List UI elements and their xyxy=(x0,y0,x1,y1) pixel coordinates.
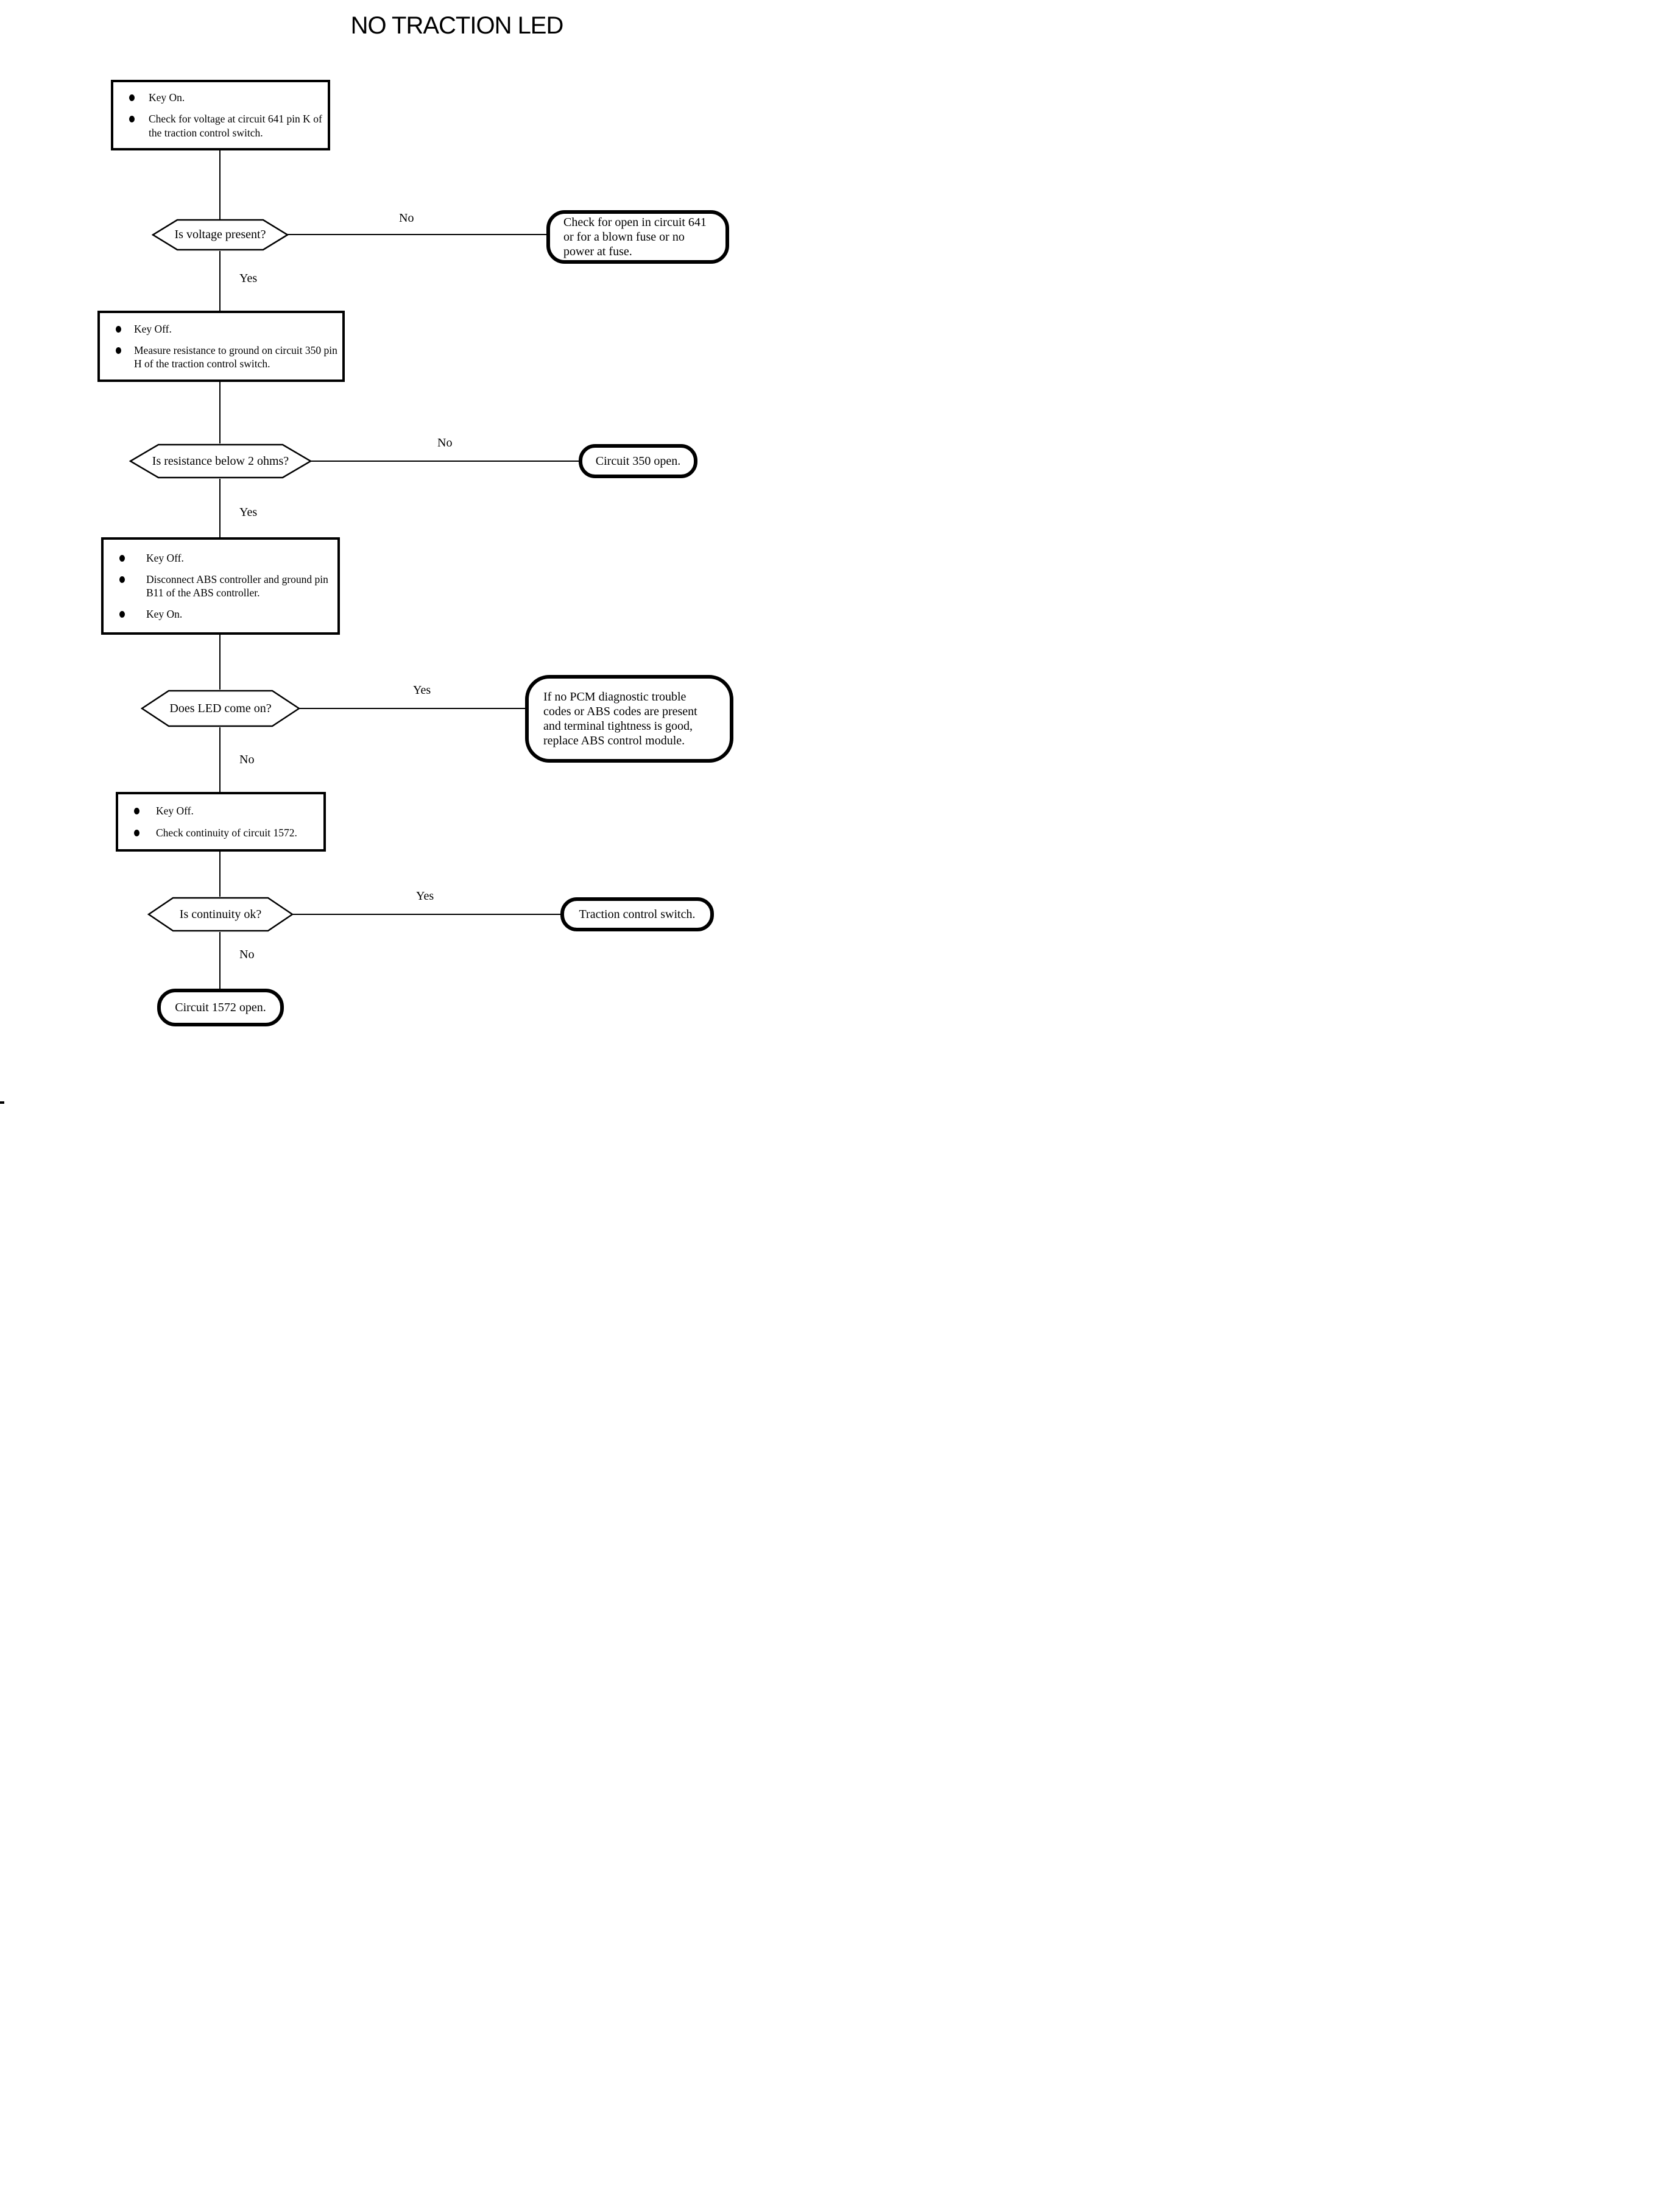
branch-label-yes: Yes xyxy=(239,506,258,519)
bullet-list: Key Off. Disconnect ABS controller and g… xyxy=(104,543,337,629)
branch-label-yes: Yes xyxy=(239,272,258,285)
bullet-item: Disconnect ABS controller and ground pin… xyxy=(104,573,337,599)
decision-does-led-come-on: Does LED come on? xyxy=(141,690,300,727)
bullet-list: Key Off. Measure resistance to ground on… xyxy=(100,314,342,379)
bullet-item: Measure resistance to ground on circuit … xyxy=(100,344,342,370)
result-box-traction-control-switch: Traction control switch. xyxy=(560,897,714,931)
result-text: Traction control switch. xyxy=(579,908,696,921)
result-text: Check for open in circuit 641 or for a b… xyxy=(563,216,707,258)
bullet-item: Key Off. xyxy=(104,551,337,565)
connector-line xyxy=(298,708,525,709)
decision-voltage-present: Is voltage present? xyxy=(152,219,289,251)
decision-question: Is continuity ok? xyxy=(179,907,262,921)
connector-line xyxy=(219,479,221,537)
branch-label-yes: Yes xyxy=(416,889,434,903)
connector-line xyxy=(309,461,579,462)
bullet-item: Key Off. xyxy=(118,804,323,817)
process-box-check-continuity: Key Off. Check continuity of circuit 157… xyxy=(116,792,326,852)
bullet-list: Key Off. Check continuity of circuit 157… xyxy=(118,796,323,847)
connector-line xyxy=(219,382,221,443)
connector-line xyxy=(288,234,546,235)
branch-label-yes: Yes xyxy=(413,683,431,697)
scan-artifact xyxy=(0,1101,4,1104)
branch-label-no: No xyxy=(239,948,255,961)
branch-label-no: No xyxy=(437,436,453,450)
flowchart-page: NO TRACTION LED Key On. Check for voltag… xyxy=(0,0,840,1105)
decision-question: Does LED come on? xyxy=(169,701,272,715)
hexagon-shape-icon xyxy=(129,443,312,479)
result-text: Circuit 350 open. xyxy=(595,454,681,468)
connector-line xyxy=(292,914,560,915)
connector-line xyxy=(219,251,221,311)
bullet-item: Key Off. xyxy=(100,322,342,336)
result-box-replace-abs-module: If no PCM diagnostic trouble codes or AB… xyxy=(525,675,733,763)
connector-line xyxy=(219,852,221,897)
bullet-item: Check for voltage at circuit 641 pin K o… xyxy=(113,112,328,139)
connector-line xyxy=(219,727,221,792)
process-box-check-voltage: Key On. Check for voltage at circuit 641… xyxy=(111,80,330,150)
bullet-item: Key On. xyxy=(113,91,328,104)
process-box-measure-resistance: Key Off. Measure resistance to ground on… xyxy=(97,311,345,382)
hexagon-shape-icon xyxy=(141,690,300,727)
bullet-item: Check continuity of circuit 1572. xyxy=(118,826,323,839)
branch-label-no: No xyxy=(239,753,255,766)
result-text: Circuit 1572 open. xyxy=(175,1001,266,1014)
connector-line xyxy=(219,635,221,690)
bullet-item: Key On. xyxy=(104,607,337,621)
result-box-circuit-1572-open: Circuit 1572 open. xyxy=(157,989,284,1026)
hexagon-shape-icon xyxy=(152,219,289,251)
result-box-circuit-350-open: Circuit 350 open. xyxy=(579,444,697,478)
decision-is-continuity-ok: Is continuity ok? xyxy=(147,897,294,932)
connector-line xyxy=(219,150,221,219)
process-box-disconnect-abs: Key Off. Disconnect ABS controller and g… xyxy=(101,537,340,635)
result-box-open-circuit-641: Check for open in circuit 641 or for a b… xyxy=(546,210,729,264)
decision-question: Is voltage present? xyxy=(174,228,266,241)
decision-resistance-below-2-ohms: Is resistance below 2 ohms? xyxy=(129,443,312,479)
bullet-list: Key On. Check for voltage at circuit 641… xyxy=(113,83,328,147)
page-title: NO TRACTION LED xyxy=(350,12,564,39)
decision-question: Is resistance below 2 ohms? xyxy=(152,454,289,468)
result-text: If no PCM diagnostic trouble codes or AB… xyxy=(543,690,697,747)
branch-label-no: No xyxy=(399,211,414,225)
hexagon-shape-icon xyxy=(147,897,294,932)
connector-line xyxy=(219,932,221,989)
